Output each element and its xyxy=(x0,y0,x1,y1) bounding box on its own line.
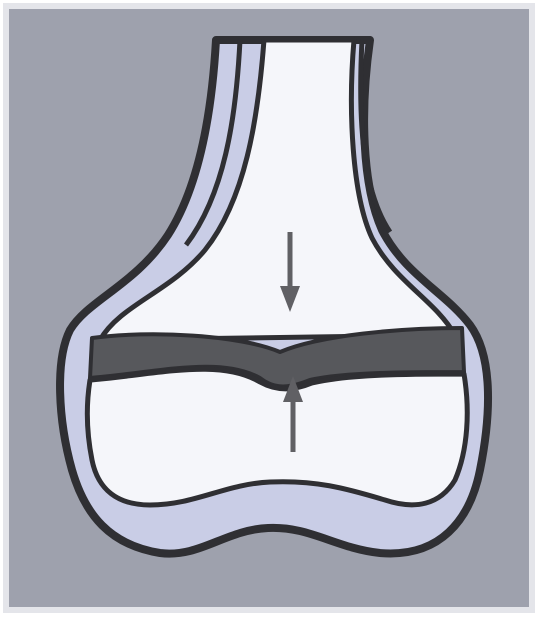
diagram-figure xyxy=(0,0,539,617)
femur-diagram xyxy=(0,0,539,617)
